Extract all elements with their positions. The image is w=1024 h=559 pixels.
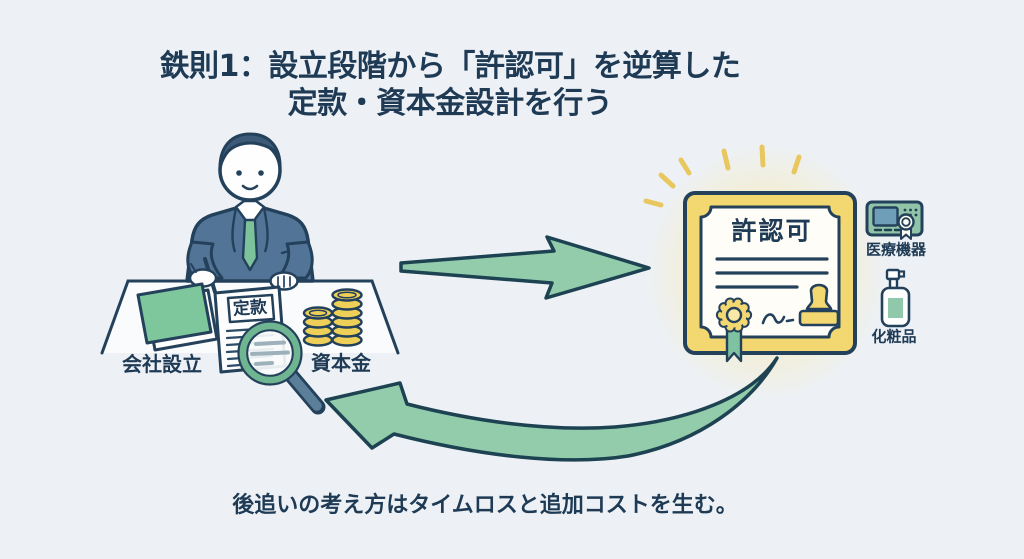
footer-caption: 後追いの考え方はタイムロスと追加コストを生む。 xyxy=(232,493,738,518)
signature-icon xyxy=(761,313,795,325)
cosmetics-label: 化粧品 xyxy=(871,327,917,346)
articles-label: 定款 xyxy=(232,297,268,320)
rosette-ribbon-icon xyxy=(715,297,753,363)
certificate-frame-icon xyxy=(683,191,857,363)
businessman-icon xyxy=(185,132,315,294)
capital-label: 資本金 xyxy=(311,351,371,375)
green-folder-icon xyxy=(136,282,219,352)
coin-stack-icon xyxy=(302,288,363,347)
title-line-2: 定款・資本金設計を行う xyxy=(287,86,613,121)
medical-device-icon xyxy=(865,200,924,240)
medical-device-label: 医療機器 xyxy=(865,240,927,259)
license-certificate-title: 許認可 xyxy=(731,216,813,246)
curved-arrow-left-icon xyxy=(324,356,779,462)
sparkle-rays-icon xyxy=(643,144,802,208)
stamp-icon xyxy=(798,283,840,327)
company-setup-label: 会社設立 xyxy=(122,352,202,376)
magnifier-icon xyxy=(237,320,326,415)
title-line-1: 鉄則1：設立段階から「許認可」を逆算した xyxy=(159,49,741,84)
cosmetics-bottle-icon xyxy=(880,268,911,328)
arrow-right-icon xyxy=(399,235,651,300)
